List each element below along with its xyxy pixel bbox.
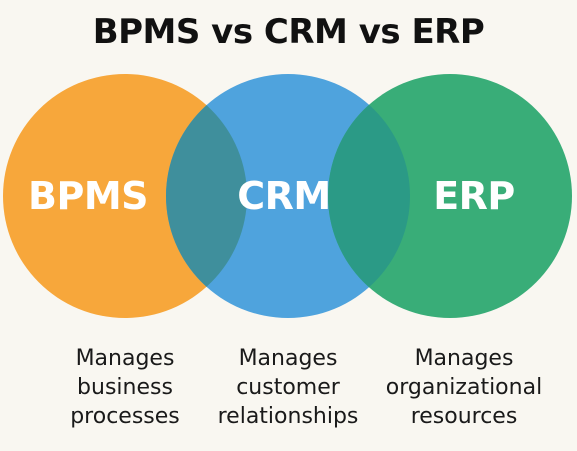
crm-description-line: Manages [238,346,338,371]
erp-label: ERP [433,174,515,218]
crm-label: CRM [237,174,330,218]
erp-description: Manages organizational resources [384,344,544,431]
bpms-crm-overlap [166,74,247,318]
bpms-description-line: processes [70,404,180,429]
erp-description-line: Manages [414,346,514,371]
page-title: BPMS vs CRM vs ERP [92,12,485,52]
erp-description-line: resources [410,404,518,429]
crm-description-line: customer [236,375,340,400]
crm-description: Manages customer relationships [198,344,378,431]
crm-erp-overlap [328,74,410,318]
bpms-description-line: Manages [75,346,175,371]
bpms-label: BPMS [28,174,148,218]
crm-description-line: relationships [217,404,359,429]
bpms-description: Manages business processes [40,344,210,431]
bpms-description-line: business [77,375,173,400]
erp-description-line: organizational [385,375,543,400]
